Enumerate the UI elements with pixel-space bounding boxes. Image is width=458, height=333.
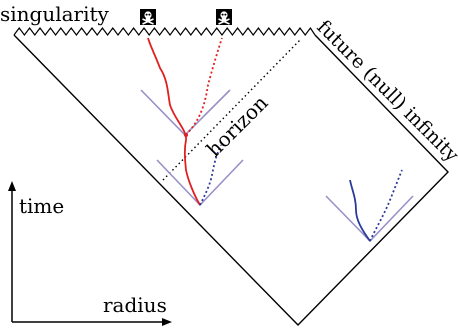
light-cones (140, 89, 414, 243)
future-null-infinity-label: future (null) infinity (312, 16, 458, 167)
light-cone-outside (325, 195, 414, 243)
left-boundary-line (13, 34, 449, 327)
event-horizon-line (162, 39, 301, 181)
skull-and-crossbones-icon (216, 9, 232, 25)
horizon-label: horizon (202, 91, 273, 162)
singularity-label: singularity (0, 2, 110, 26)
radius-axis-arrowhead (162, 318, 172, 326)
time-label: time (19, 194, 64, 218)
worldlines (147, 37, 403, 242)
infalling-worldline (147, 37, 201, 206)
partner-worldline-upper (185, 37, 223, 136)
axes (8, 181, 172, 326)
radius-label: radius (103, 293, 167, 317)
time-axis-arrowhead (8, 181, 16, 191)
spacetime-region (13, 26, 449, 327)
singularity-zigzag (13, 26, 316, 37)
light-cone-lower (156, 159, 244, 207)
outside-worldline-dotted (369, 169, 403, 242)
skull-and-crossbones-icon (140, 9, 156, 25)
partner-worldline-lower (199, 144, 222, 206)
outside-worldline-solid (349, 179, 371, 242)
